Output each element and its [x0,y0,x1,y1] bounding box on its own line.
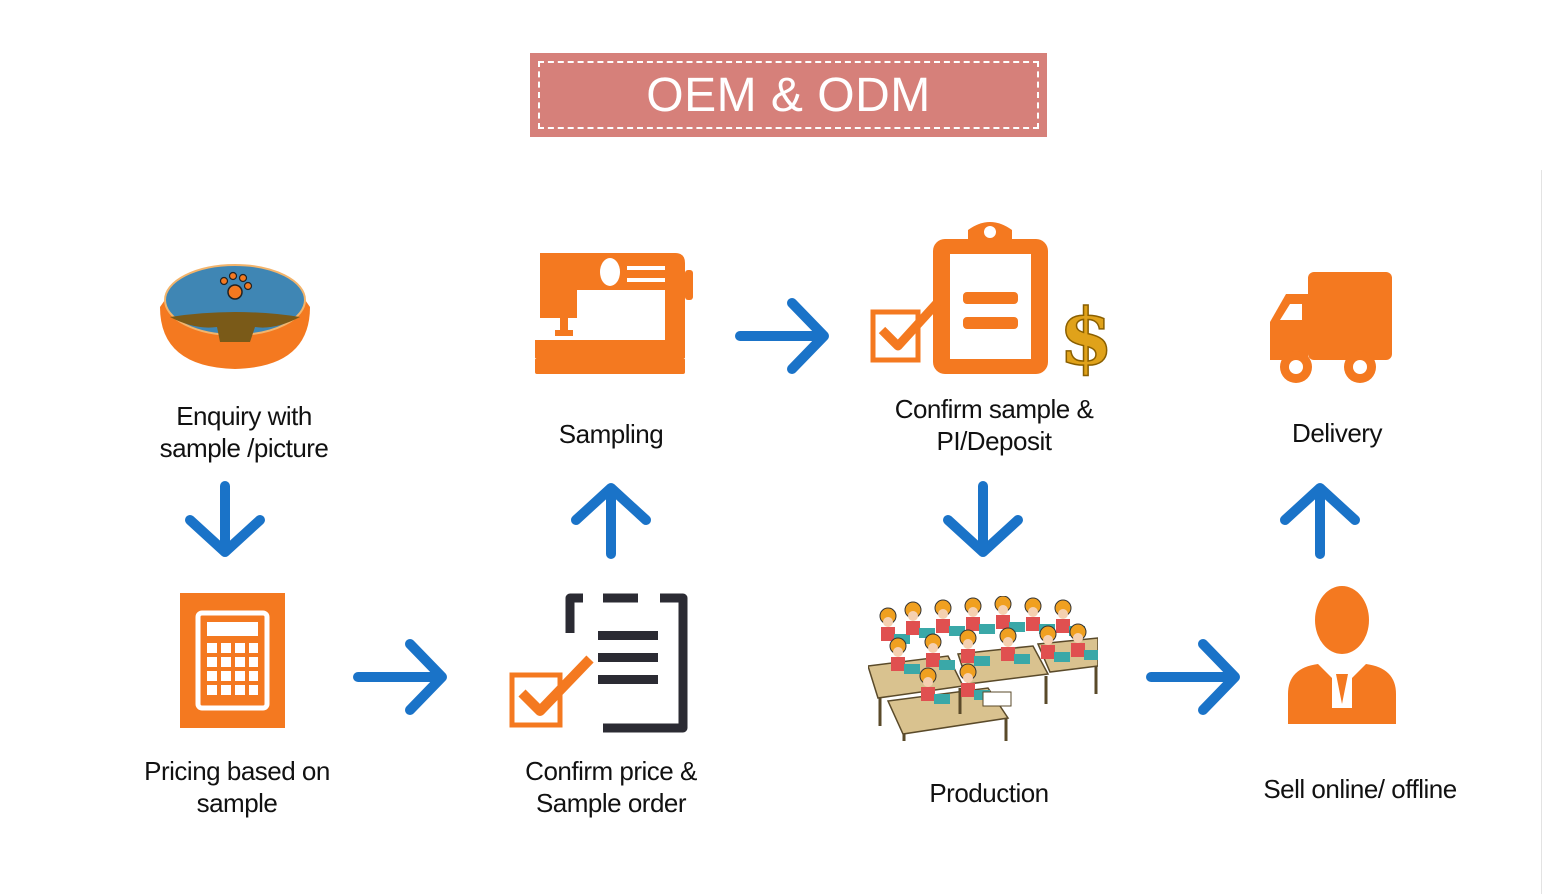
sewing-machine-icon [535,253,693,374]
delivery-truck-icon [1270,272,1392,383]
arrow-down-icon [943,481,1023,557]
divider [1541,170,1542,894]
calculator-icon [180,593,285,728]
page-title: OEM & ODM [646,68,931,122]
arrow-right-icon [735,298,829,374]
label-confirm-price: Confirm price &Sample order [525,756,697,818]
clipboard-dollar-icon: $ [870,222,1114,379]
label-sampling: Sampling [558,419,664,449]
pet-bed-icon [160,264,310,369]
svg-text:$: $ [1059,292,1113,379]
arrow-up-icon [571,483,651,559]
salesperson-icon [1288,586,1396,724]
label-production: Production [929,778,1049,808]
title-dashed-frame: OEM & ODM [538,61,1039,129]
title-banner: OEM & ODM [530,53,1047,137]
label-sell: Sell online/ offline [1263,774,1457,804]
arrow-up-icon [1280,483,1360,559]
factory-workers-icon [868,596,1098,741]
label-confirm-sample: Confirm sample &PI/Deposit [894,394,1094,456]
arrow-right-icon [1146,639,1240,715]
arrow-down-icon [185,481,265,557]
arrow-right-icon [353,639,447,715]
checklist-order-icon [509,593,688,733]
label-delivery: Delivery [1292,418,1382,448]
